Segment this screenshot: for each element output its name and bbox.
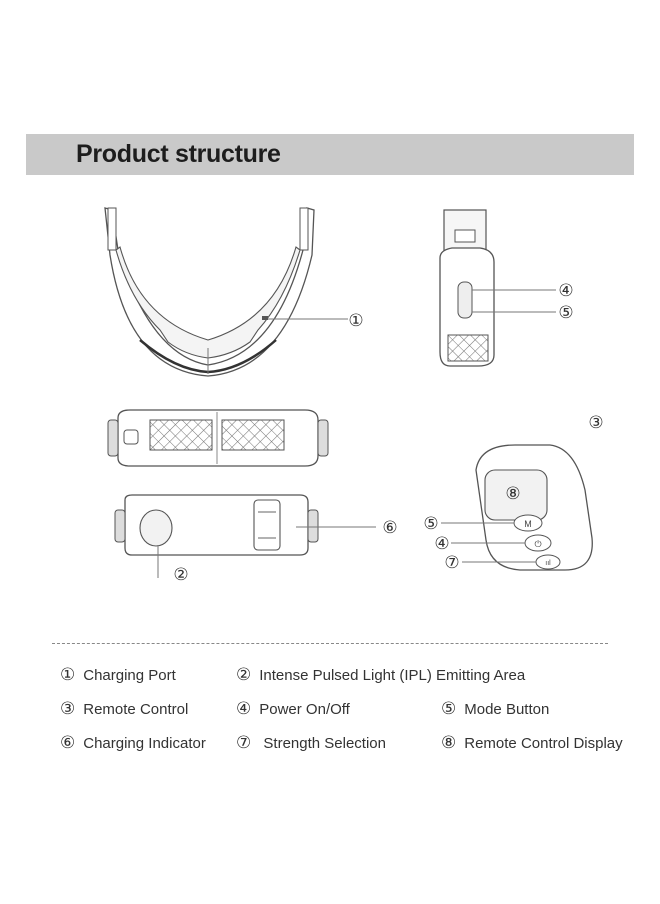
product-diagram: M ⏻ ııl ① ④ ⑤ ③ ⑥ ② ⑧ ⑤ ④ ⑦ <box>104 207 604 585</box>
legend-label: Remote Control Display <box>464 734 623 752</box>
legend-num: ⑤ <box>441 699 457 718</box>
legend-label: Intense Pulsed Light (IPL) Emitting Area <box>259 666 526 684</box>
neck-device-front-view <box>104 207 348 377</box>
legend-item-charging-port: ① Charging Port <box>60 665 176 685</box>
remote-control-illustration: M ⏻ ııl <box>441 444 593 571</box>
neck-device-top-view <box>107 409 329 467</box>
callout-3: ③ <box>588 413 603 433</box>
callout-numbers: ① ④ ⑤ ③ ⑥ ② ⑧ ⑤ ④ ⑦ <box>173 281 603 585</box>
header-band: Product structure <box>26 134 634 175</box>
callout-2: ② <box>173 565 188 585</box>
callout-5-remote: ⑤ <box>423 514 438 534</box>
legend-label: Remote Control <box>83 700 189 718</box>
charging-port-icon <box>262 316 268 320</box>
legend-label: Strength Selection <box>259 734 386 752</box>
remote-power-label: ⏻ <box>534 539 541 550</box>
legend-num: ③ <box>60 699 76 718</box>
legend-num: ⑥ <box>60 733 76 752</box>
legend-num: ⑧ <box>441 733 457 752</box>
legend-item-ipl-area: ② Intense Pulsed Light (IPL) Emitting Ar… <box>236 665 525 685</box>
neck-device-bottom-view <box>114 494 376 578</box>
legend-item-remote-control: ③ Remote Control <box>60 699 188 719</box>
legend-item-charging-indicator: ⑥ Charging Indicator <box>60 733 206 753</box>
legend-label: Mode Button <box>464 700 550 718</box>
neck-device-side-view <box>439 209 556 367</box>
callout-1: ① <box>348 311 363 331</box>
legend-label: Charging Indicator <box>83 734 206 752</box>
legend-item-power: ④ Power On/Off <box>236 699 350 719</box>
callout-8: ⑧ <box>505 484 520 504</box>
legend-label: Charging Port <box>83 666 176 684</box>
legend-item-remote-display: ⑧ Remote Control Display <box>441 733 623 753</box>
callout-6: ⑥ <box>382 518 397 538</box>
legend-num: ④ <box>236 699 252 718</box>
remote-m-label: M <box>524 519 532 529</box>
dashed-divider <box>52 643 608 644</box>
legend-label: Power On/Off <box>259 700 350 718</box>
page-title: Product structure <box>76 140 281 168</box>
legend-num: ② <box>236 665 252 684</box>
callout-5-side: ⑤ <box>558 303 573 323</box>
legend-num: ⑦ <box>236 733 252 752</box>
ipl-area-icon <box>139 509 173 547</box>
callout-4-side: ④ <box>558 281 573 301</box>
legend-item-mode-button: ⑤ Mode Button <box>441 699 549 719</box>
legend-item-strength: ⑦ Strength Selection <box>236 733 386 753</box>
callout-7: ⑦ <box>444 553 459 573</box>
callout-4-remote: ④ <box>434 534 449 554</box>
legend-num: ① <box>60 665 76 684</box>
remote-strength-label: ııl <box>545 560 551 567</box>
